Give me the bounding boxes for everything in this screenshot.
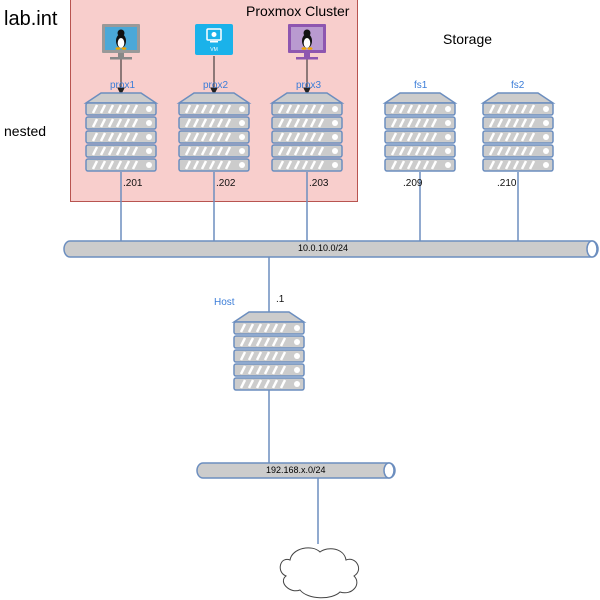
server-prox3[interactable] — [269, 92, 345, 172]
vm-arrows — [117, 56, 311, 96]
server-fs1[interactable] — [382, 92, 458, 172]
nested-label: nested — [4, 123, 47, 139]
network-label-internal: 10.0.10.0/24 — [298, 243, 349, 253]
server-fs2[interactable] — [480, 92, 556, 172]
diagram-title: lab.int — [4, 8, 58, 30]
links — [120, 172, 519, 544]
server-host[interactable] — [231, 311, 307, 391]
storage-title: Storage — [443, 31, 493, 47]
node-label-fs2: fs2 — [511, 80, 525, 91]
node-label-prox3: prox3 — [296, 80, 322, 91]
node-label-host: Host — [214, 297, 235, 308]
network-bus-internal[interactable] — [63, 240, 599, 258]
server-prox2[interactable] — [176, 92, 252, 172]
cluster-title: Proxmox Cluster — [246, 3, 350, 19]
node-label-prox1: prox1 — [110, 80, 136, 91]
node-label-fs1: fs1 — [414, 80, 428, 91]
vm-linux-icon-prox3 — [288, 24, 326, 60]
ip-fs2: .210 — [497, 178, 517, 189]
ip-fs1: .209 — [403, 178, 423, 189]
network-label-external: 192.168.x.0/24 — [266, 465, 326, 475]
ip-prox3: .203 — [309, 178, 329, 189]
network-bus-external[interactable] — [196, 462, 396, 479]
vm-linux-icon-prox1 — [102, 24, 140, 60]
ip-host: .1 — [276, 294, 285, 305]
cloud-icon — [279, 547, 359, 599]
server-prox1[interactable] — [83, 92, 159, 172]
ip-prox1: .201 — [123, 178, 143, 189]
ip-prox2: .202 — [216, 178, 236, 189]
node-label-prox2: prox2 — [203, 80, 229, 91]
vm-tile-icon-prox2: VM — [195, 24, 233, 55]
vm-tile-label: VM — [210, 47, 218, 53]
